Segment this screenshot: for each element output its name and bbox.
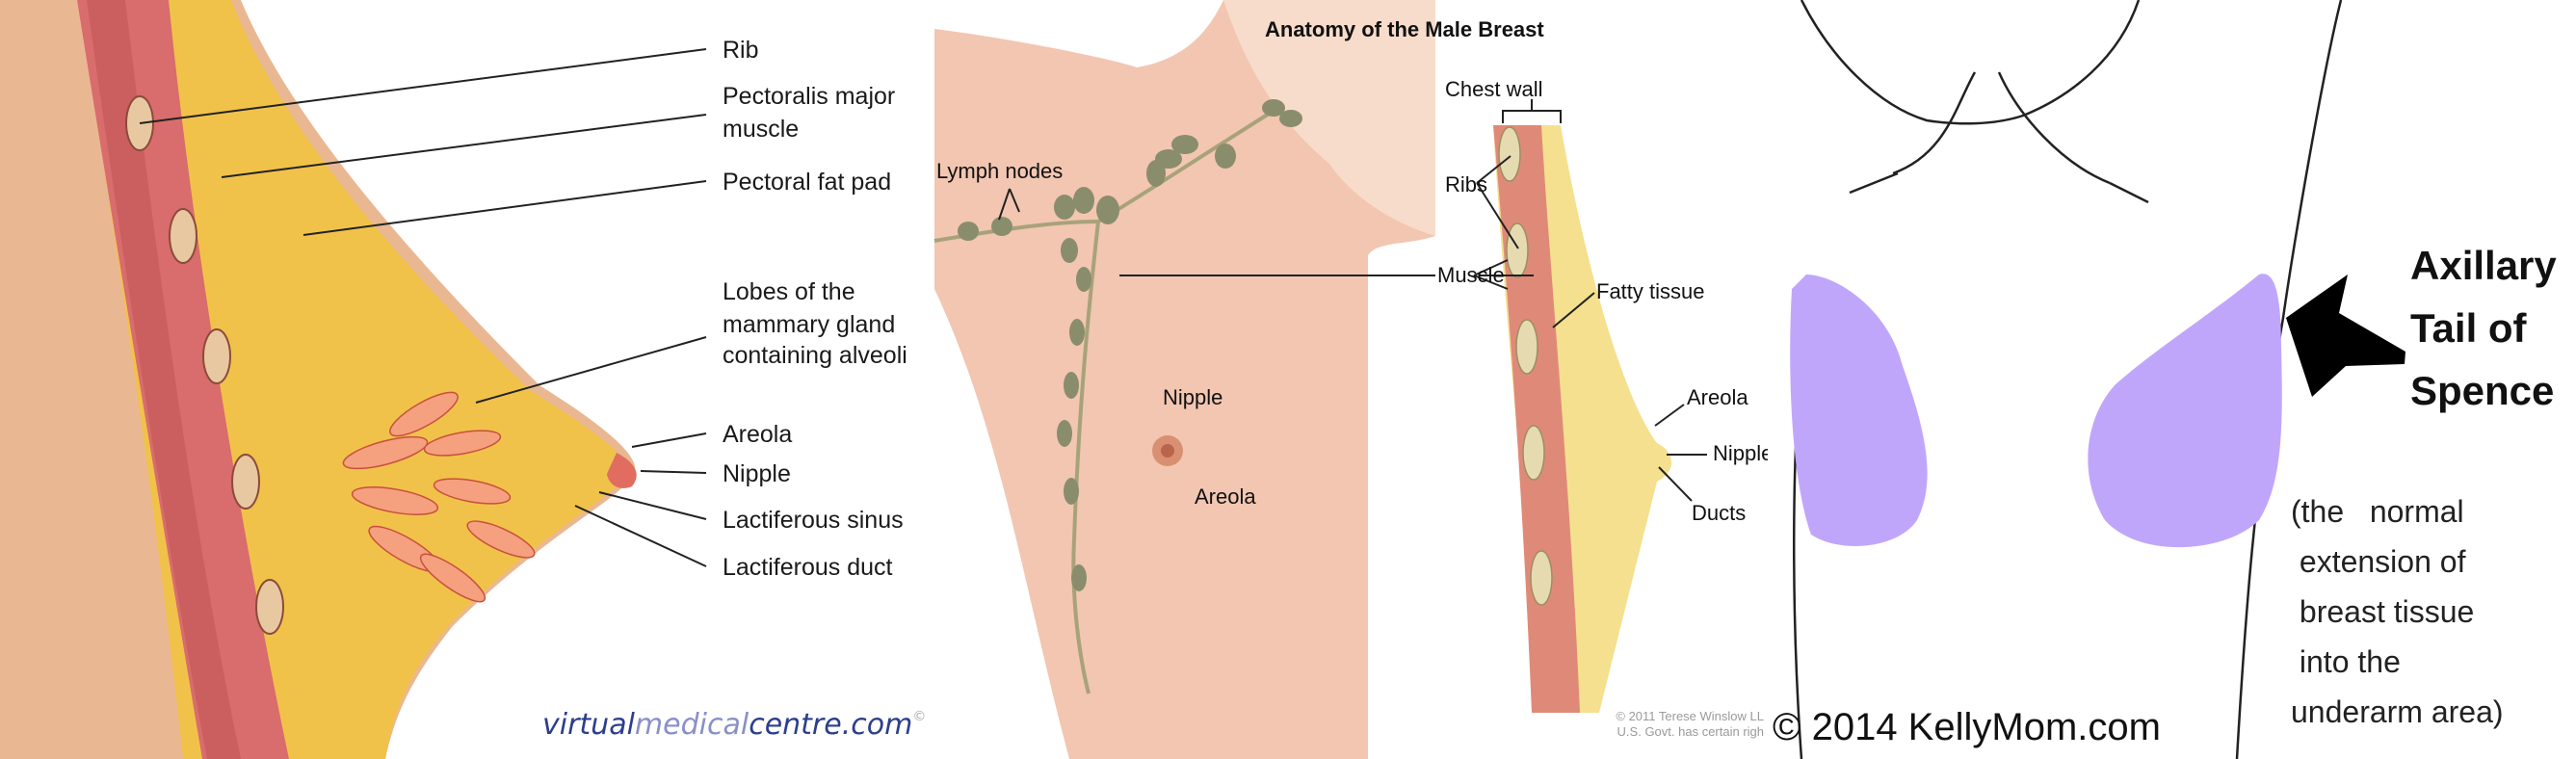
leader-lines <box>139 48 707 567</box>
label-lactiferous-sinus: Lactiferous sinus <box>723 507 904 534</box>
svg-text:(the normal: (the normal <box>2291 494 2464 529</box>
ribs <box>125 95 284 635</box>
ribs-layer <box>87 0 241 759</box>
label-pectoralis: Pectoralis major <box>723 83 895 110</box>
male-copyright-1: © 2011 Terese Winslow LL <box>1616 709 1764 723</box>
label-areola-front: Areola <box>1195 484 1256 509</box>
right-breast-blob <box>2088 274 2282 548</box>
label-fatty-tissue: Fatty tissue <box>1596 279 1704 303</box>
male-copyright-2: U.S. Govt. has certain righ <box>1617 724 1764 739</box>
label-rib: Rib <box>723 37 759 64</box>
neck-skin <box>1223 0 1435 236</box>
svg-text:into the: into the <box>2291 644 2401 679</box>
logo-virtualmedicalcentre: virtualmedicalcentre.com© <box>542 708 926 742</box>
label-pectoralis-2: muscle <box>723 116 799 143</box>
chest-wall-cross-section <box>1493 125 1671 713</box>
label-lobes: Lobes of the <box>723 278 855 305</box>
axillary-note: (the normal extension of breast tissue i… <box>2291 494 2504 729</box>
label-chest-wall: Chest wall <box>1445 77 1542 101</box>
label-lactiferous-duct: Lactiferous duct <box>723 554 893 581</box>
label-lobes-2: mammary gland <box>723 311 895 338</box>
lymph-nodes <box>958 99 1302 591</box>
male-title: Anatomy of the Male Breast <box>1265 17 1544 41</box>
label-muscle: Muscle <box>1437 263 1505 287</box>
label-ducts: Ducts <box>1692 501 1746 525</box>
label-lymph-nodes: Lymph nodes <box>936 159 1063 183</box>
left-breast-blob <box>1790 275 1928 546</box>
kellymom-copyright: © 2014 KellyMom.com <box>1773 706 2161 748</box>
label-nipple-front: Nipple <box>1163 385 1222 409</box>
axillary-tail-diagram: Axillary Tail of Spence (the normal exte… <box>1768 0 2576 759</box>
label-lobes-3: containing alveoli <box>723 342 907 369</box>
axillary-title-3: Spence <box>2410 368 2554 413</box>
label-areola: Areola <box>723 421 792 448</box>
svg-text:extension of: extension of <box>2291 544 2466 579</box>
nipple-shape <box>607 453 637 488</box>
axillary-title-1: Axillary <box>2410 243 2557 288</box>
label-areola-side: Areola <box>1687 385 1748 409</box>
female-breast-diagram: Rib Pectoralis major muscle Pectoral fat… <box>0 0 928 759</box>
axillary-title-2: Tail of <box>2410 305 2528 351</box>
male-breast-diagram: Anatomy of the Male Breast Lymph nodes N… <box>928 0 1773 759</box>
label-fat-pad: Pectoral fat pad <box>723 169 891 196</box>
torso-skin <box>934 0 1435 759</box>
arrow-icon <box>2286 275 2405 397</box>
label-nipple: Nipple <box>723 460 791 487</box>
mammary-lobes <box>342 391 536 603</box>
label-nipple-side: Nipple <box>1713 441 1773 465</box>
svg-text:underarm area): underarm area) <box>2291 694 2504 729</box>
svg-text:breast tissue: breast tissue <box>2291 594 2474 629</box>
label-ribs: Ribs <box>1445 172 1487 196</box>
